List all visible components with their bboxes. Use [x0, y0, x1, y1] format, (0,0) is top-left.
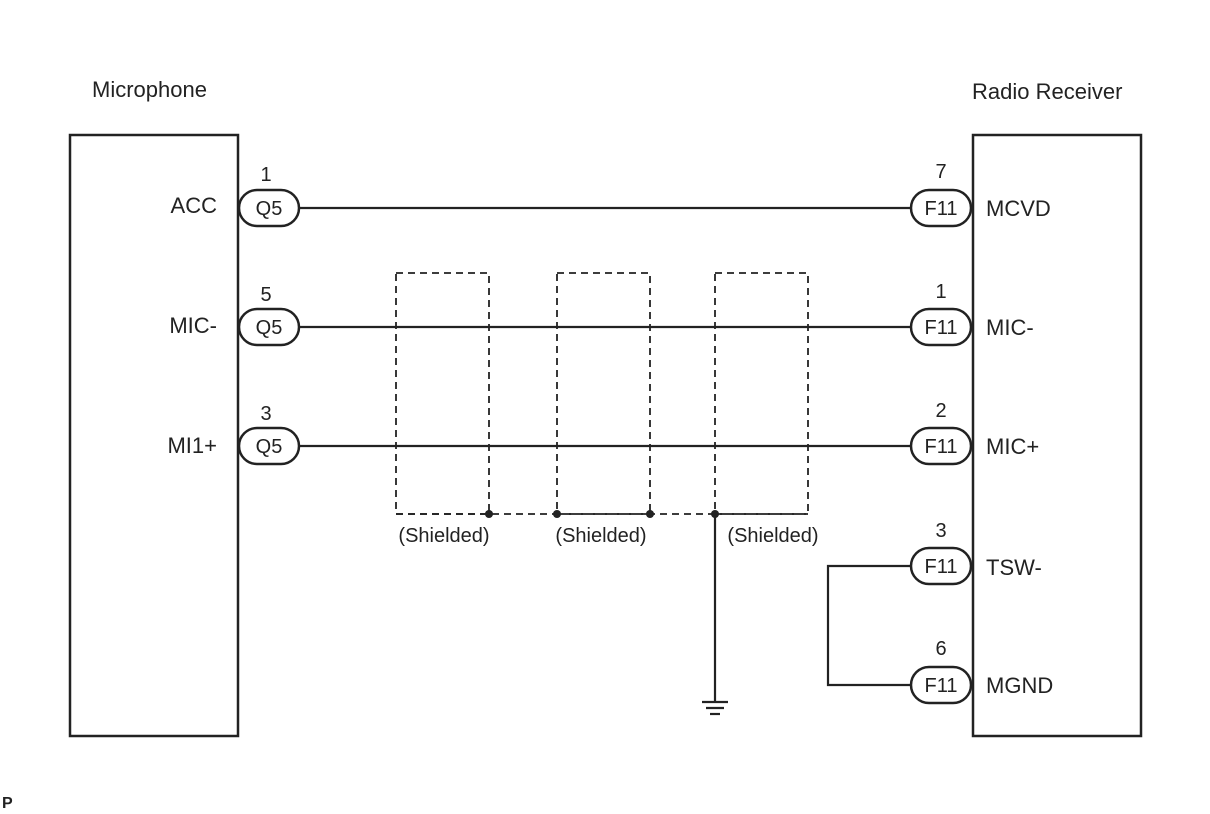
connector-code: F11: [925, 198, 958, 220]
signal-mcvd: MCVD: [986, 196, 1051, 221]
connector-pill: [237, 188, 301, 228]
shield-label-1: (Shielded): [398, 525, 489, 547]
connector-code: F11: [925, 317, 958, 339]
connector-code: Q5: [256, 436, 283, 458]
connector-pill: [909, 546, 973, 586]
left-terminal-acc: ACC 1 Q5: [171, 164, 301, 228]
microphone-box: [68, 133, 240, 738]
shield-junction-2: [553, 510, 561, 518]
left-terminal-mi1-plus: MI1+ 3 Q5: [167, 403, 301, 466]
pin-number: 3: [935, 520, 946, 542]
connector-pill: [237, 426, 301, 466]
pin-number: 1: [935, 281, 946, 303]
pin-number: 6: [935, 638, 946, 660]
pin-number: 3: [260, 403, 271, 425]
signal-mgnd: MGND: [986, 673, 1053, 698]
signal-mic-minus-right: MIC-: [986, 315, 1034, 340]
microphone-title: Microphone: [92, 77, 207, 102]
pin-number: 5: [260, 284, 271, 306]
right-terminal-tsw-minus: 3 F11 TSW-: [909, 520, 1042, 586]
wire-tsw-mgnd-loop: [826, 564, 910, 687]
connector-code: Q5: [256, 198, 283, 220]
pin-number: 2: [935, 400, 946, 422]
signal-acc: ACC: [171, 193, 218, 218]
connector-code: Q5: [256, 317, 283, 339]
radio-receiver-title: Radio Receiver: [972, 79, 1122, 104]
signal-tsw-minus: TSW-: [986, 555, 1042, 580]
shield-box-2: [556, 272, 651, 515]
connector-code: F11: [925, 436, 958, 458]
right-terminal-mcvd: 7 F11 MCVD: [909, 161, 1051, 228]
pin-number: 7: [935, 161, 946, 183]
connector-pill: [909, 307, 973, 347]
signal-mic-minus: MIC-: [169, 313, 217, 338]
right-terminal-mic-minus: 1 F11 MIC-: [909, 281, 1034, 347]
signal-mic-plus: MIC+: [986, 434, 1039, 459]
connector-code: F11: [925, 556, 958, 578]
shield-junction-1: [485, 510, 493, 518]
right-terminal-mgnd: 6 F11 MGND: [909, 638, 1053, 705]
connector-pill: [909, 665, 973, 705]
signal-mi1-plus: MI1+: [167, 433, 217, 458]
connector-code: F11: [925, 675, 958, 697]
connector-pill: [909, 188, 973, 228]
shield-box-3: [714, 272, 809, 515]
connector-pill: [909, 426, 973, 466]
shield-junction-3: [646, 510, 654, 518]
right-terminal-mic-plus: 2 F11 MIC+: [909, 400, 1039, 466]
left-terminal-mic-minus: MIC- 5 Q5: [169, 284, 301, 347]
shield-label-2: (Shielded): [555, 525, 646, 547]
shield-label-3: (Shielded): [727, 525, 818, 547]
pin-number: 1: [260, 164, 271, 186]
ground-icon: [702, 700, 728, 716]
connector-pill: [237, 307, 301, 347]
radio-receiver-box: [971, 133, 1143, 738]
footer-letter: P: [2, 795, 13, 812]
shield-box-1: [395, 272, 490, 515]
